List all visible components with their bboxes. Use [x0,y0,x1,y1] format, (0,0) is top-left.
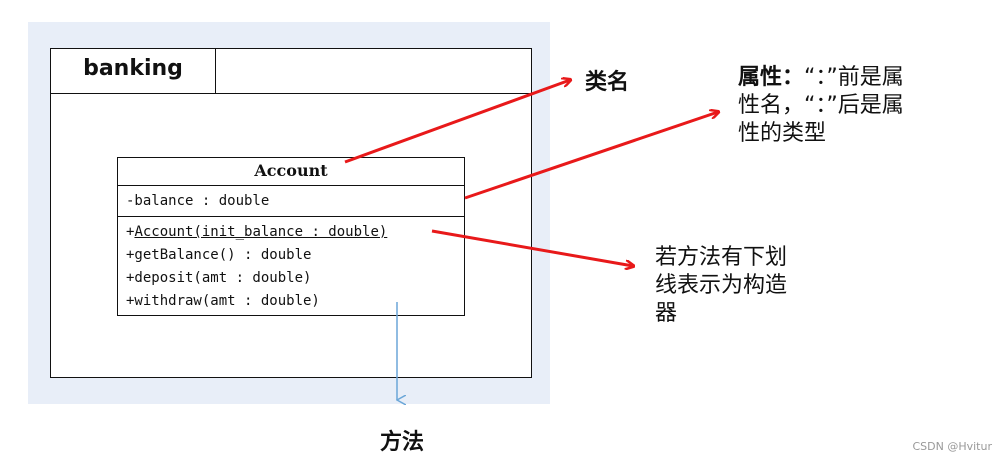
package-name: banking [83,56,183,81]
class-name-label: 类名 [585,70,630,95]
watermark: CSDN @Hvitur [912,440,992,453]
attribute-note-line3: 性的类型 [738,121,827,146]
attribute-note-line1: “：”前是属 [804,65,904,90]
constructor-row: +Account(init_balance : double) [126,224,387,240]
method-deposit: +deposit(amt : double) [126,270,312,286]
constructor-visibility: + [126,224,135,240]
attribute-note-title: 属性： [738,65,805,90]
method-label: 方法 [380,430,425,455]
attribute-balance: -balance : double [126,193,270,209]
class-name: Account [254,161,328,180]
attribute-note-line2: 性名，“：”后是属 [738,93,904,118]
constructor-note-line1: 若方法有下划 [655,245,788,270]
method-withdraw: +withdraw(amt : double) [126,293,320,309]
class-name-divider [118,185,464,186]
constructor-note: 若方法有下划 线表示为构造 器 [655,244,845,328]
constructor-note-line3: 器 [655,301,678,326]
attribute-note: 属性：“：”前是属 性名，“：”后是属 性的类型 [738,64,1006,148]
package-header-divider [50,93,532,94]
attribute-divider [118,216,464,217]
constructor-signature: Account(init_balance : double) [134,224,388,240]
constructor-note-line2: 线表示为构造 [655,273,788,298]
method-getbalance: +getBalance() : double [126,247,312,263]
uml-class-box [117,157,465,316]
